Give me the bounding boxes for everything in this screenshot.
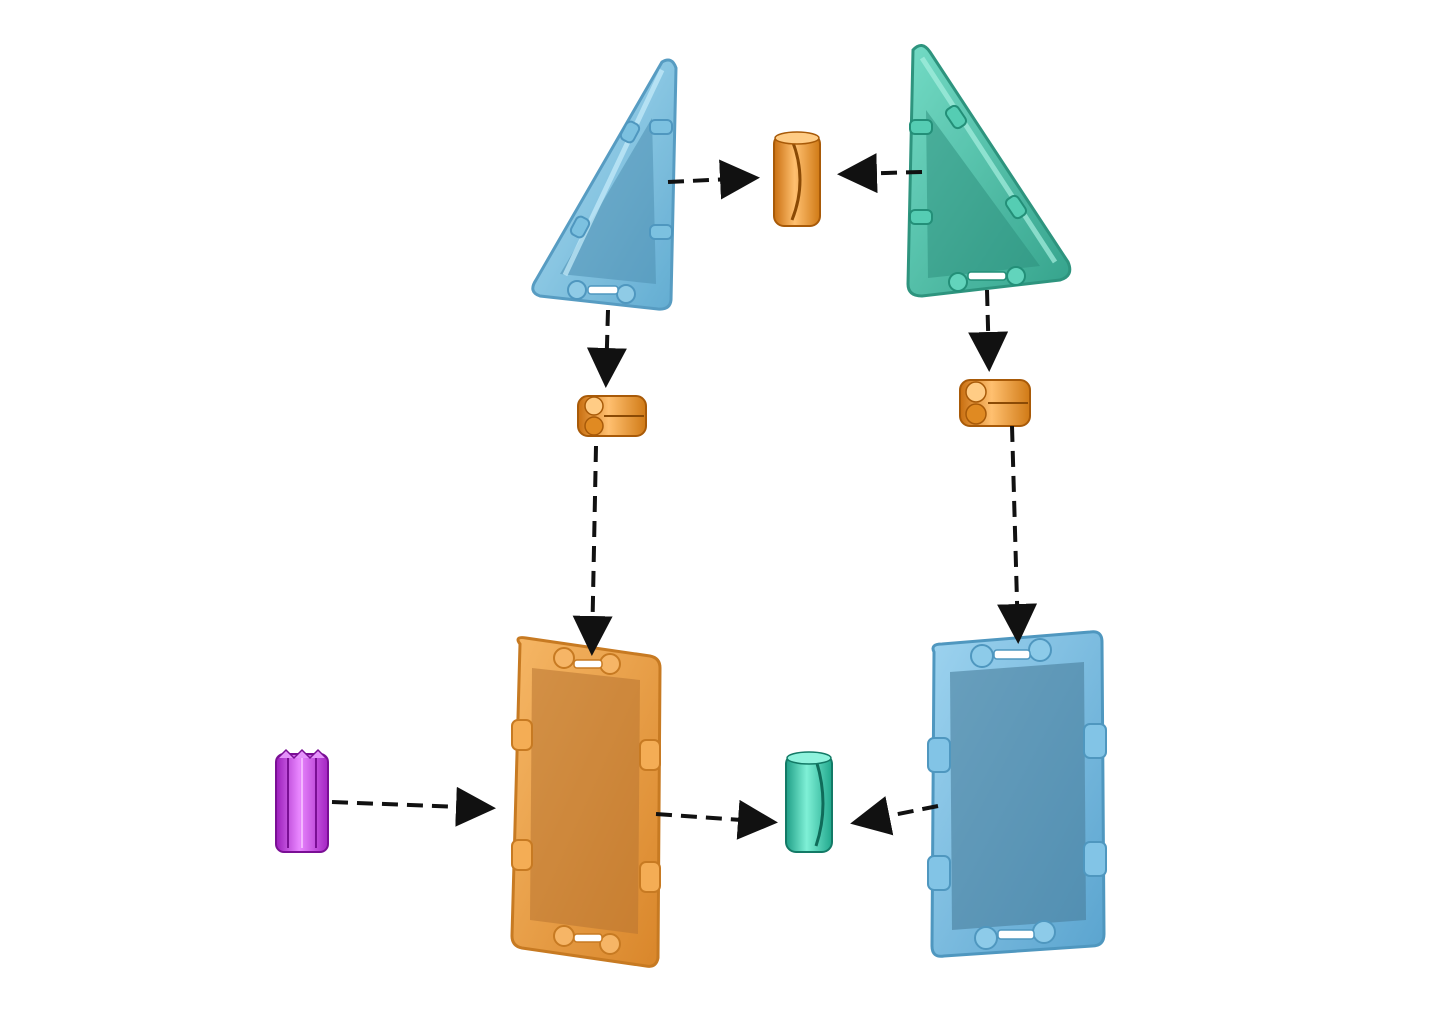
arrow-connector-left-to-rect-orange (592, 446, 596, 648)
arrow-triangle-teal-to-connector-right (987, 290, 989, 364)
arrow-rect-blue-to-connector-bottom (858, 806, 938, 822)
connector-right-orange (960, 380, 1030, 426)
clip-connector-icon (786, 752, 832, 852)
clip-connector-icon (774, 132, 820, 226)
arrow-rect-orange-to-connector-bottom (656, 814, 770, 822)
arrow-connector-right-to-rect-blue (1012, 426, 1018, 636)
double-clip-connector-icon (960, 380, 1030, 426)
triangle-panel-icon (533, 60, 676, 309)
triangle-panel-blue (533, 60, 676, 309)
rect-panel-orange (512, 638, 660, 967)
connector-top-orange (774, 132, 820, 226)
rect-panel-icon (928, 632, 1106, 957)
connector-bottom-teal (786, 752, 832, 852)
arrow-triangle-blue-to-connector-left (606, 310, 608, 380)
double-clip-connector-icon (578, 396, 646, 436)
arrow-triangle-teal-to-connector-top (845, 172, 922, 174)
triangle-panel-icon (908, 45, 1070, 296)
arrow-star-connector-to-rect-orange (332, 802, 488, 808)
star-connector-purple (276, 750, 328, 852)
rect-panel-blue (928, 632, 1106, 957)
arrow-triangle-blue-to-connector-top (668, 178, 752, 182)
triangle-panel-teal (908, 45, 1070, 296)
connector-left-orange (578, 396, 646, 436)
rect-panel-icon (512, 638, 660, 967)
star-connector-icon (276, 750, 328, 852)
